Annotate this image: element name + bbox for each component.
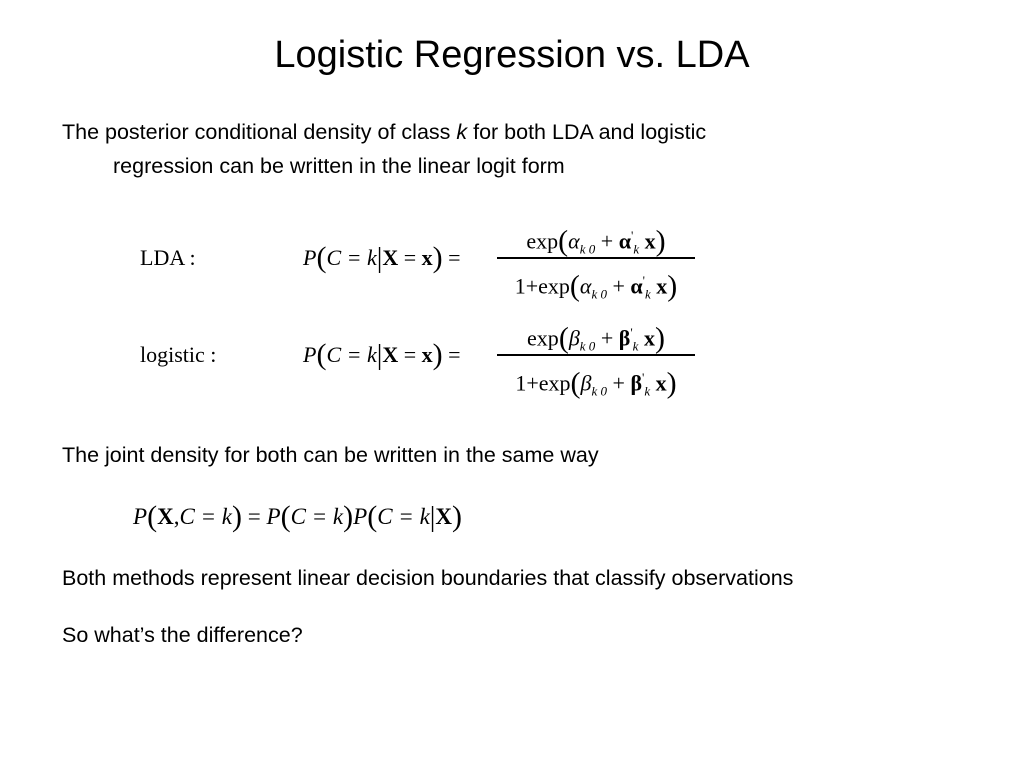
- lda-X-symbol: X: [382, 245, 399, 270]
- logistic-equals: =: [448, 342, 461, 367]
- logistic-denominator: 1+exp(βk 0 + β'k x): [515, 365, 677, 399]
- lda-class-condition: C = k: [326, 245, 377, 270]
- logistic-fraction: exp(βk 0 + β'k x) 1+exp(βk 0 + β'k x): [497, 315, 695, 399]
- logistic-equals-inner: =: [403, 342, 417, 367]
- logistic-fraction-bar: [497, 354, 695, 356]
- lda-p-symbol: P: [303, 245, 317, 270]
- logistic-label: logistic :: [140, 342, 217, 367]
- logistic-lhs: P(C = k|X = x) =: [303, 338, 461, 371]
- lda-label: LDA :: [140, 245, 196, 270]
- lda-x-symbol: x: [421, 245, 433, 270]
- question-text: So what’s the difference?: [62, 623, 303, 647]
- logistic-class-condition: C = k: [326, 342, 377, 367]
- logistic-x-symbol: x: [421, 342, 433, 367]
- intro-class-variable: k: [456, 120, 468, 144]
- lda-equals: =: [448, 245, 461, 270]
- lda-denominator: 1+exp(αk 0 + α'k x): [514, 268, 678, 302]
- lda-lhs: P(C = k|X = x) =: [303, 241, 461, 274]
- decision-boundary-text: Both methods represent linear decision b…: [62, 566, 794, 590]
- lda-fraction-bar: [497, 257, 695, 259]
- logistic-p-symbol: P: [303, 342, 317, 367]
- joint-density-text: The joint density for both can be writte…: [62, 443, 599, 467]
- logistic-numerator: exp(βk 0 + β'k x): [527, 321, 665, 355]
- lda-equals-inner: =: [403, 245, 417, 270]
- lda-numerator: exp(αk 0 + α'k x): [526, 224, 666, 258]
- lda-fraction: exp(αk 0 + α'k x) 1+exp(αk 0 + α'k x): [497, 218, 695, 302]
- intro-text-2: for both LDA and logistic: [467, 120, 707, 144]
- intro-paragraph: The posterior conditional density of cla…: [62, 115, 706, 183]
- joint-density-equation: P(X,C = k) = P(C = k)P(C = k|X): [133, 500, 463, 533]
- intro-text-line2: regression can be written in the linear …: [113, 154, 565, 178]
- slide-title: Logistic Regression vs. LDA: [274, 34, 750, 76]
- logistic-X-symbol: X: [382, 342, 399, 367]
- intro-text-1: The posterior conditional density of cla…: [62, 120, 457, 144]
